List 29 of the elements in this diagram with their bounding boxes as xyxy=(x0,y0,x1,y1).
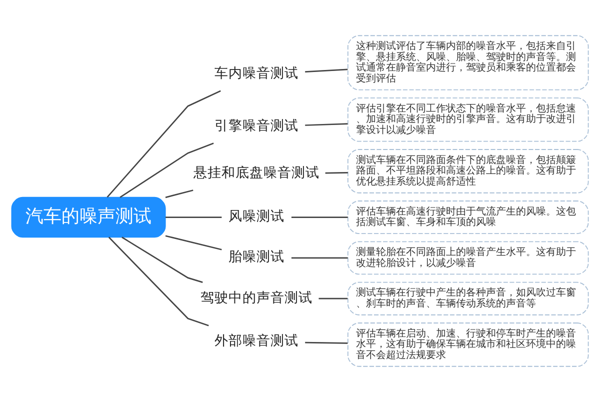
connector xyxy=(291,256,348,258)
node-box: 汽车的噪声测试 xyxy=(11,196,166,238)
node-text: 风噪测试 xyxy=(228,208,285,224)
node-box: 评估车辆在启动、加速、行驶和停车时产生的噪音水平，这有助于确保车辆在城市和社区环境中的噪音不会超过法规要求 xyxy=(347,322,589,366)
connector xyxy=(122,236,203,282)
node-text: 引擎噪音测试 xyxy=(214,118,299,134)
connector xyxy=(305,122,348,126)
connector xyxy=(166,216,222,218)
node-box: 测试车辆在行驶中产生的各种声音，如风吹过车窗、刹车时的声音、车辆传动系统的声音等 xyxy=(347,281,589,315)
node-text: 车内噪音测试 xyxy=(214,65,299,82)
node-box: 测量轮胎在不同路面上的噪音产生水平。这有助于改进轮胎设计，以减少噪音 xyxy=(347,240,589,274)
connector xyxy=(305,68,348,72)
connector xyxy=(165,234,222,250)
node-text: 悬挂和底盘噪音测试 xyxy=(194,164,320,181)
connector xyxy=(108,236,209,326)
node-box: 评估引擎在不同工作状态下的噪音水平，包括怠速、加速和高速行驶时的引擎声音。这有助于改进引擎设计以减少噪音 xyxy=(347,97,589,142)
node-text: 外部噪音测试 xyxy=(214,332,299,349)
node-text: 驾驶中的声音测试 xyxy=(200,289,313,306)
connector xyxy=(291,216,348,218)
connector xyxy=(106,90,221,198)
connector xyxy=(120,142,214,198)
node-box: 测试车辆在不同路面条件下的底盘噪音，包括颠簸路面、不平坦路段和高速公路上的噪音。这有助于优化悬挂系统以提高舒适性 xyxy=(347,148,589,193)
connector xyxy=(325,172,348,174)
node-text: 胎噪测试 xyxy=(228,248,285,265)
connector xyxy=(318,297,348,299)
connector xyxy=(165,189,194,198)
connector xyxy=(305,341,348,344)
node-box: 评估车辆在高速行驶时由于气流产生的风噪。这包括测试车窗、车身和车顶的风噪 xyxy=(347,200,589,234)
node-box: 这种测试评估了车辆内部的噪音水平，包括来自引擎、悬挂系统、风噪、胎噪、驾驶时的声音等。测试通常在静音室内进行，驾驶员和乘客的位置都会受到评估 xyxy=(347,34,589,90)
